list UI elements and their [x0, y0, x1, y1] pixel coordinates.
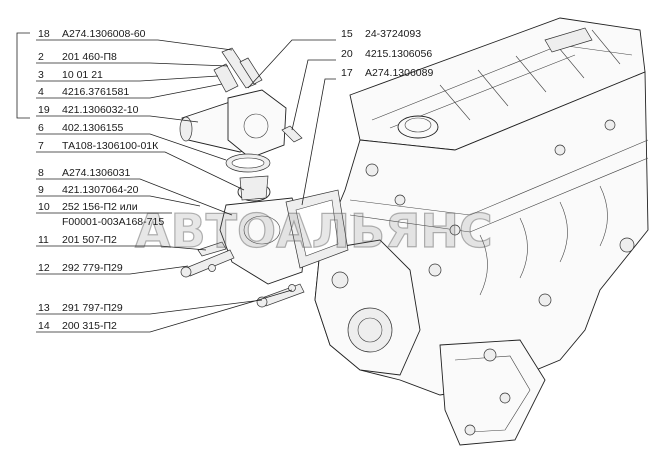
group-bracket	[16, 32, 30, 119]
callout-14-num: 14	[38, 320, 50, 332]
callout-17-num: 17	[341, 67, 353, 79]
callout-4-part: 4216.3761581	[62, 86, 129, 98]
right-callouts: 15 24-3724093 20 4215.1306056 17 А274.13…	[341, 28, 433, 79]
callout-11-part: 201 507-П2	[62, 234, 117, 246]
callout-9-part: 421.1307064-20	[62, 184, 139, 196]
engine-block-drawing	[314, 17, 649, 446]
callout-10-part: 252 156-П2 или	[62, 201, 138, 213]
thermostat-housing-parts	[179, 47, 349, 308]
right-leader-lines	[247, 39, 336, 206]
callout-12-part: 292 779-П29	[62, 262, 123, 274]
callout-12-num: 12	[38, 262, 50, 274]
callout-19-part: 421.1306032-10	[62, 104, 139, 116]
callout-8-num: 8	[38, 167, 44, 179]
callout-9-num: 9	[38, 184, 44, 196]
callout-6-part: 402.1306155	[62, 122, 123, 134]
callout-20-num: 20	[341, 48, 353, 60]
callout-7-part: ТА108-1306100-01К	[62, 140, 159, 152]
callout-3-num: 3	[38, 69, 44, 81]
callout-20-part: 4215.1306056	[365, 48, 432, 60]
callout-3-part: 10 01 21	[62, 69, 103, 81]
callout-15-num: 15	[341, 28, 353, 40]
callout-14-part: 200 315-П2	[62, 320, 117, 332]
callout-17-part: А274.1306089	[365, 67, 433, 79]
callout-4-num: 4	[38, 86, 44, 98]
callout-18-part: А274.1306008-60	[62, 28, 146, 40]
callout-11-num: 11	[38, 234, 49, 246]
left-callouts: 18 А274.1306008-60 2 201 460-П8 3 10 01 …	[38, 28, 164, 332]
callout-10-num: 10	[38, 201, 50, 213]
callout-2-part: 201 460-П8	[62, 51, 117, 63]
callout-10-part-alt: F00001-003А168-715	[62, 216, 164, 228]
callout-18-num: 18	[38, 28, 50, 40]
left-leader-lines	[36, 39, 293, 333]
callout-15-part: 24-3724093	[365, 28, 421, 40]
callout-7-num: 7	[38, 140, 44, 152]
callout-13-num: 13	[38, 302, 50, 314]
callout-6-num: 6	[38, 122, 44, 134]
callout-8-part: А274.1306031	[62, 167, 130, 179]
callout-19-num: 19	[38, 104, 50, 116]
callout-13-part: 291 797-П29	[62, 302, 123, 314]
callout-2-num: 2	[38, 51, 44, 63]
watermark-text: АВТОАЛЬЯНС	[135, 204, 493, 258]
